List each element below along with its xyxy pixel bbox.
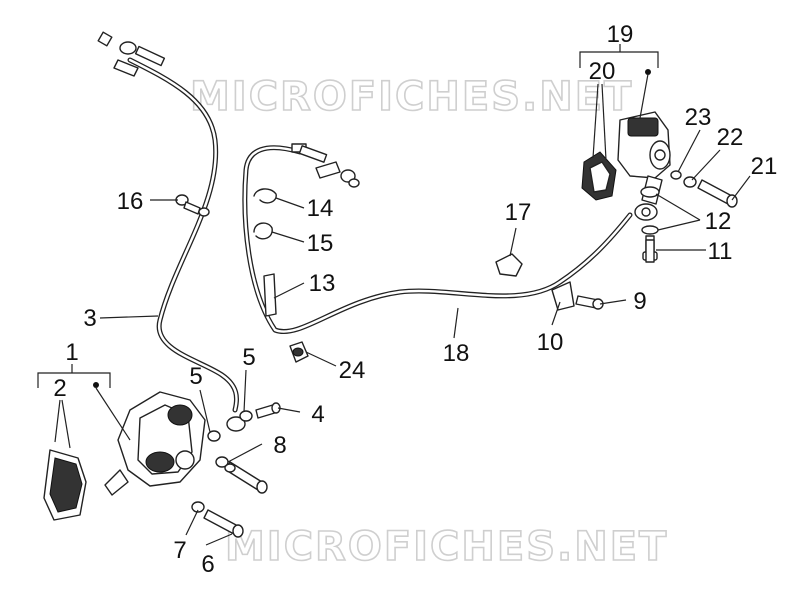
callout-1: 1 bbox=[65, 339, 78, 366]
callout-19: 19 bbox=[607, 21, 634, 48]
leader-lines bbox=[99, 129, 751, 546]
right-hose-top-fitting bbox=[291, 143, 360, 188]
callout-17: 17 bbox=[505, 199, 532, 226]
callout-20: 20 bbox=[589, 58, 616, 85]
washer-23 bbox=[670, 170, 682, 180]
watermark-top: MICROFICHES.NET bbox=[190, 74, 633, 120]
callout-14: 14 bbox=[307, 195, 334, 222]
diaphragm-cover bbox=[581, 151, 617, 201]
bolt-16 bbox=[175, 194, 210, 217]
callout-12: 12 bbox=[705, 208, 732, 235]
bolt-6 bbox=[191, 501, 244, 538]
bracket-group-1 bbox=[37, 364, 131, 449]
left-hose-top-fitting bbox=[97, 31, 166, 77]
caliper-banjo bbox=[207, 402, 281, 442]
callout-2: 2 bbox=[53, 375, 66, 402]
callout-8: 8 bbox=[273, 432, 286, 459]
callout-16: 16 bbox=[117, 188, 144, 215]
clip-15 bbox=[253, 222, 273, 240]
hose-guide-13 bbox=[263, 273, 277, 317]
brake-pads bbox=[43, 449, 87, 521]
bolt-11 bbox=[645, 239, 655, 263]
callout-3: 3 bbox=[83, 305, 96, 332]
callout-6: 6 bbox=[201, 551, 214, 578]
callout-4: 4 bbox=[311, 401, 324, 428]
bolt-8 bbox=[215, 456, 268, 494]
bolt-21 bbox=[697, 179, 738, 208]
callout-24: 24 bbox=[339, 357, 366, 384]
callout-5-right: 5 bbox=[242, 344, 255, 371]
callout-11: 11 bbox=[708, 238, 733, 265]
bracket-group-19 bbox=[579, 44, 659, 161]
clip-17 bbox=[495, 253, 523, 277]
callout-7: 7 bbox=[173, 537, 186, 564]
clip-14 bbox=[253, 188, 277, 204]
clip-24 bbox=[289, 341, 309, 363]
callout-18: 18 bbox=[443, 340, 470, 367]
watermark-bottom: MICROFICHES.NET bbox=[225, 524, 668, 570]
callout-22: 22 bbox=[717, 124, 744, 151]
bracket-10 bbox=[551, 281, 575, 311]
brake-caliper bbox=[104, 391, 206, 496]
callout-5-left: 5 bbox=[189, 363, 202, 390]
bolt-9 bbox=[575, 295, 604, 310]
callout-21: 21 bbox=[751, 153, 778, 180]
callout-10: 10 bbox=[537, 329, 564, 356]
rear-brake-hose bbox=[242, 145, 633, 334]
callout-13: 13 bbox=[309, 270, 336, 297]
callout-9: 9 bbox=[633, 288, 646, 315]
front-brake-hose bbox=[127, 57, 239, 413]
callout-15: 15 bbox=[307, 230, 334, 257]
callout-23: 23 bbox=[685, 104, 712, 131]
